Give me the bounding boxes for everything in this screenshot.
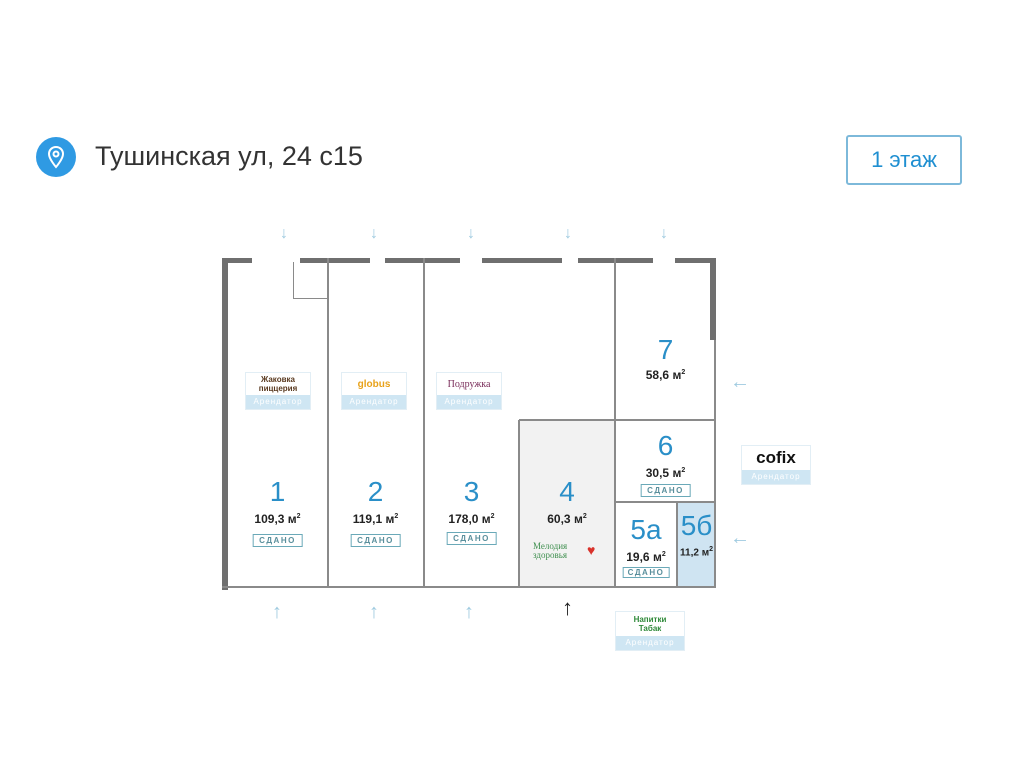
entrance-arrow-icon: ← [730, 371, 750, 393]
room-7[interactable]: 7 58,6 м2 [615, 330, 716, 390]
room-6[interactable]: 6 30,5 м2 СДАНО [615, 430, 716, 500]
room-number: 5б [680, 510, 713, 541]
room-5a[interactable]: 5а 19,6 м2 СДАНО [615, 510, 677, 585]
status-badge: СДАНО [252, 534, 303, 547]
tenant-card-cofix[interactable]: cofix Арендатор [741, 445, 811, 485]
partition [327, 258, 329, 588]
room-4[interactable]: 4 60,3 м2 Мелодия здоровья ♥ [519, 470, 615, 570]
room-5b[interactable]: 5б 11,2 м2 [677, 510, 716, 570]
room-number: 6 [657, 430, 674, 461]
room-area: 11,2 м [680, 547, 710, 559]
entrance-arrow-icon: ↑ [464, 601, 474, 623]
room-5b-fill [677, 502, 716, 588]
unit-sup: 2 [394, 513, 399, 520]
partition [676, 502, 678, 588]
partition [293, 262, 294, 298]
entrance-arrow-icon: ↑ [272, 601, 282, 623]
entrance-arrow-icon: ↓ [370, 225, 378, 242]
room-number: 5а [630, 514, 662, 545]
room-2[interactable]: 2 119,1 м2 СДАНО [328, 470, 423, 550]
entrance-arrow-icon: ↑ [369, 601, 379, 623]
entrance-arrow-icon: ← [730, 527, 750, 549]
wall [675, 258, 716, 263]
wall [222, 258, 228, 590]
wall [222, 258, 252, 263]
room-number: 2 [367, 476, 384, 507]
status-badge: СДАНО [446, 532, 497, 545]
wall [222, 586, 716, 588]
address-title: Тушинская ул, 24 с15 [95, 141, 363, 171]
entrance-arrow-icon: ↓ [280, 225, 288, 242]
entrance-arrow-icon: ↓ [564, 225, 572, 242]
tenant-role: Арендатор [742, 470, 810, 484]
wall [300, 258, 370, 263]
unit-sup: 2 [582, 513, 587, 520]
partition [519, 419, 716, 421]
status-badge: СДАНО [622, 567, 670, 578]
tenant-card-globus[interactable]: globus Арендатор [341, 372, 407, 410]
room-area: 60,3 м [547, 512, 583, 526]
tenant-logo: cofix [756, 448, 796, 467]
room-area: 58,6 м [645, 368, 682, 382]
room-number: 3 [463, 476, 480, 507]
room-area: 178,0 м [448, 512, 491, 526]
wall [482, 258, 562, 263]
melodiya-zdorovya-logo: Мелодия здоровья [533, 541, 568, 560]
partition [293, 298, 327, 299]
unit-sup: 2 [296, 513, 301, 520]
room-area: 30,5 м [645, 466, 682, 480]
entrance-arrow-icon: ↓ [660, 225, 668, 242]
tenant-card-napitki-tabak[interactable]: Напитки Табак Арендатор [615, 611, 685, 651]
status-badge: СДАНО [640, 484, 691, 497]
partition [615, 501, 716, 503]
room-number: 7 [657, 334, 674, 365]
partition [614, 258, 616, 588]
status-badge: СДАНО [350, 534, 401, 547]
room-area: 19,6 м [626, 550, 662, 564]
wall [714, 258, 716, 588]
unit-sup: 2 [681, 467, 686, 474]
room-3[interactable]: 3 178,0 м2 СДАНО [424, 470, 519, 550]
tenant-logo: globus [357, 378, 391, 390]
main-entrance-arrow-icon: ↑ [562, 595, 573, 620]
room-4-fill [519, 420, 615, 588]
wall [385, 258, 460, 263]
room-area: 119,1 м [352, 512, 395, 526]
unit-sup: 2 [490, 513, 495, 520]
tenant-logo: Подружка [447, 378, 491, 390]
tenant-card-zhakovka[interactable]: Жаковка пиццерия Арендатор [245, 372, 311, 410]
tenant-card-podruzhka[interactable]: Подружка Арендатор [436, 372, 502, 410]
unit-sup: 2 [661, 551, 666, 558]
tenant-logo: Напитки Табак [633, 615, 667, 633]
room-number: 4 [559, 476, 575, 507]
tenant-role: Арендатор [616, 636, 684, 650]
tenant-logo: Жаковка пиццерия [258, 375, 298, 393]
tenant-role: Арендатор [342, 395, 406, 409]
tenant-role: Арендатор [437, 395, 501, 409]
room-number: 1 [269, 476, 286, 507]
floor-selector-button[interactable]: 1 этаж [846, 135, 962, 185]
entrance-arrow-icon: ↓ [467, 225, 475, 242]
wall [710, 258, 716, 340]
partition [518, 420, 520, 588]
partition [423, 258, 425, 588]
room-area: 109,3 м [254, 512, 297, 526]
tenant-role: Арендатор [246, 395, 310, 409]
map-pin-icon [36, 137, 76, 177]
unit-sup: 2 [681, 369, 686, 376]
room-1[interactable]: 1 109,3 м2 СДАНО [228, 470, 327, 550]
heart-icon: ♥ [587, 542, 596, 558]
unit-sup: 2 [709, 546, 713, 553]
